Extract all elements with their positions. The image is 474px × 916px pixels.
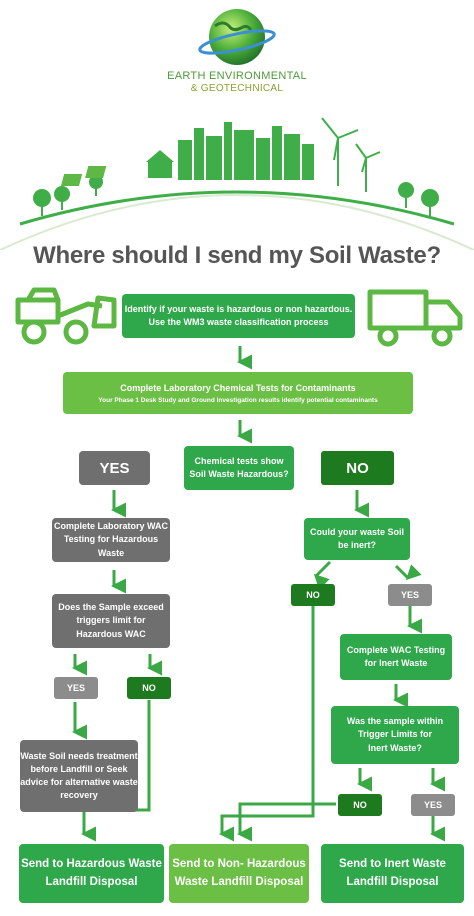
no-inert-label: NO [291,584,335,606]
haz-landfill-line-2: Landfill Disposal [45,875,138,888]
truck-icon [367,289,463,347]
inert-landfill-line-2: Landfill Disposal [346,875,439,888]
chem-line-2: Soil Waste Hazardous? [189,469,289,479]
lab-tests-node: Complete Laboratory Chemical Tests for C… [63,372,413,414]
wac-hazardous-node: Complete Laboratory WAC Testing for Haza… [52,518,170,562]
exceed-line-3: Hazardous WAC [76,628,146,639]
inert-question-node: Could your waste Soil be inert? [304,518,410,560]
globe-logo-icon [198,9,276,65]
arrow-down-icon [394,564,422,581]
exceed-line-2: triggers limit for [76,615,146,626]
yes-within-label: YES [411,794,455,816]
inert-q-line-1: Could your waste Soil [309,526,404,537]
nonhaz-landfill-line-2: Waste Landfill Disposal [174,875,304,888]
inert-landfill-node: Send to Inert Waste Landfill Disposal [321,844,464,903]
bulldozer-icon [15,287,117,345]
haz-landfill-line-1: Send to Hazardous Waste [21,858,162,871]
yes-exceed-label: YES [54,677,98,699]
chemical-hazardous-question: Chemical tests show Soil Waste Hazardous… [184,446,294,490]
exceed-line-1: Does the Sample exceed [58,602,164,613]
chem-line-1: Chemical tests show [194,455,284,466]
wac-inert-line-2: for Inert Waste [364,658,428,668]
treat-line-3: advice for alternative waste [20,777,138,787]
wac-inert-line-1: Complete WAC Testing [346,644,446,655]
within-line-2: Trigger Limits for [357,729,432,740]
nonhaz-landfill-line-1: Send to Non- Hazardous [172,858,306,871]
treat-line-4: recovery [60,790,98,801]
inert-q-line-2: be inert? [337,540,376,550]
arrow-down-icon [219,606,315,842]
wind-turbine-icon [321,117,381,192]
no-within-label: NO [338,794,382,816]
brand-subtitle: & GEOTECHNICAL [190,83,284,94]
no-hazardous-label: NO [321,451,394,485]
within-limits-node: Was the sample within Trigger Limits for… [331,706,459,764]
lab-line-2: Your Phase 1 Desk Study and Ground Inves… [98,396,378,404]
arrow-down-icon [313,560,332,590]
treatment-node: Waste Soil needs treatment before Landfi… [20,740,138,812]
wac-inert-node: Complete WAC Testing for Inert Waste [340,634,452,680]
city-skyline-icon [0,117,474,250]
yes-inert-label: YES [388,584,432,606]
brand-name: EARTH ENVIRONMENTAL [167,70,307,82]
page-title: Where should I send my Soil Waste? [33,242,441,269]
arrow-down-icon [237,802,336,842]
within-line-3: Inert Waste? [368,742,422,753]
no-exceed-label: NO [127,677,171,699]
treat-line-1: Waste Soil needs treatment [20,750,138,761]
wac-haz-line-2: Testing for Hazardous Waste [63,534,159,558]
identify-line-2: Use the WM3 waste classification process [148,317,329,327]
non-hazardous-landfill-node: Send to Non- Hazardous Waste Landfill Di… [169,844,309,903]
yes-hazardous-label: YES [79,451,150,485]
hazardous-landfill-node: Send to Hazardous Waste Landfill Disposa… [19,844,164,903]
identify-line-1: Identify if your waste is hazardous or n… [124,303,353,314]
exceed-triggers-node: Does the Sample exceed triggers limit fo… [52,594,170,648]
identify-waste-node: Identify if your waste is hazardous or n… [122,294,355,338]
within-line-1: Was the sample within [346,716,444,727]
lab-line-1: Complete Laboratory Chemical Tests for C… [120,382,356,393]
treat-line-2: before Landfill or Seek [30,763,128,774]
wac-haz-line-1: Complete Laboratory WAC [53,521,168,532]
inert-landfill-line-1: Send to Inert Waste [339,858,446,871]
